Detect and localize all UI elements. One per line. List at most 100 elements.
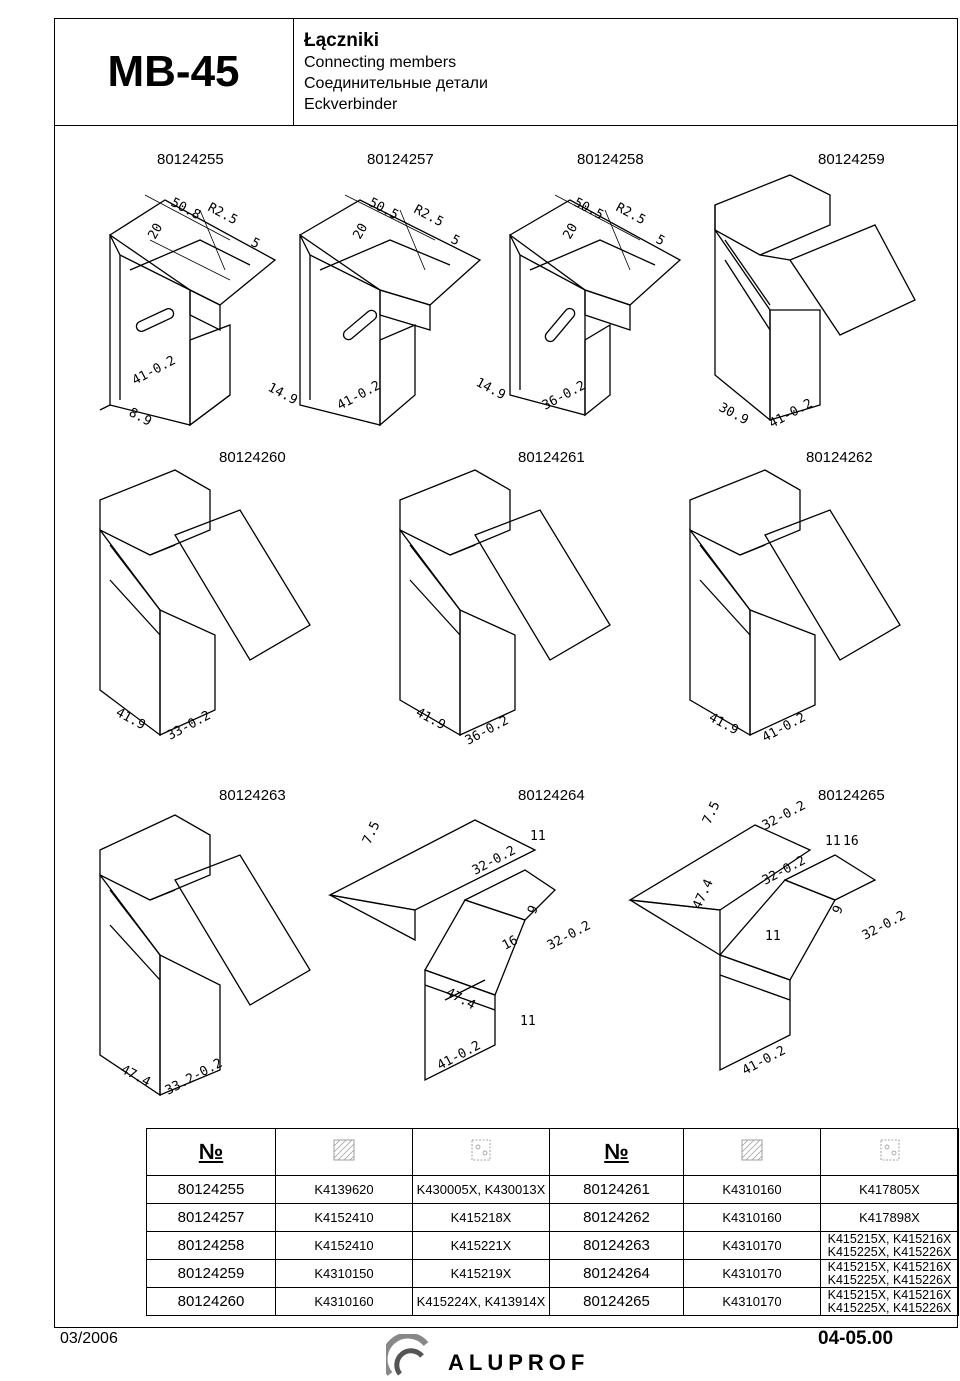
title-polish: Łączniki — [304, 30, 379, 51]
part-label-80124262: 80124262 — [806, 449, 873, 466]
table-row: 80124259 K4310150 K415219X 80124264 K431… — [146, 1259, 959, 1288]
col-number-2: № — [549, 1128, 684, 1176]
cell-accessory: K415215X, K415216X K415225X, K415226X — [820, 1231, 959, 1260]
number-sign: № — [604, 1139, 629, 1164]
dim-255-d: 5 — [248, 235, 262, 252]
drawing-80124255: 50.8 R2.5 20 5 41-0.2 8.9 — [99, 194, 277, 430]
drawing-80124263: 47.4 33.2-0.2 — [99, 814, 311, 1099]
part-label-80124265: 80124265 — [818, 787, 885, 804]
cell-accessory: K415218X — [412, 1203, 550, 1232]
title-english: Connecting members — [304, 54, 457, 71]
col-accessory-1 — [412, 1128, 550, 1176]
connector-part-icon — [471, 1139, 491, 1160]
table-header-row: № № — [146, 1128, 959, 1176]
aluprof-logo-icon — [386, 1334, 429, 1376]
parts-table: № № — [146, 1128, 959, 1316]
cell-profile: K4310170 — [683, 1231, 821, 1260]
part-label-80124263: 80124263 — [219, 787, 286, 804]
dim-265-e: 47.4 — [690, 877, 717, 912]
cell-number: 80124264 — [549, 1259, 684, 1288]
dim-265-d: 16 — [843, 834, 859, 849]
col-profile-1 — [275, 1128, 413, 1176]
cell-number: 80124261 — [549, 1175, 684, 1204]
cell-number: 80124262 — [549, 1203, 684, 1232]
drawing-80124258: 50.5 R2.5 20 5 14.9 36-0.2 — [473, 194, 682, 417]
dim-258-f: 36-0.2 — [540, 378, 589, 413]
profile-hatch-icon — [333, 1139, 355, 1160]
cell-number: 80124255 — [146, 1175, 276, 1204]
dim-264-a: 7.5 — [360, 819, 384, 847]
profile-hatch-icon — [741, 1139, 763, 1160]
cell-number: 80124259 — [146, 1259, 276, 1288]
table-row: 80124255 K4139620 K430005X, K430013X 801… — [146, 1175, 959, 1204]
drawing-80124262: 41.9 41-0.2 — [689, 469, 901, 746]
drawing-80124257: 50.5 R2.5 20 5 14.9 41-0.2 — [265, 194, 482, 427]
dim-265-c: 11 — [825, 834, 841, 849]
dim-262-b: 41-0.2 — [760, 710, 809, 745]
part-label-80124264: 80124264 — [518, 787, 585, 804]
dim-263-a: 47.4 — [118, 1062, 153, 1090]
dim-257-e: 14.9 — [265, 380, 300, 408]
dim-264-f: 32-0.2 — [545, 918, 594, 953]
part-label-80124258: 80124258 — [577, 151, 644, 168]
cell-profile: K4310160 — [683, 1203, 821, 1232]
cell-accessory: K417805X — [820, 1175, 959, 1204]
col-number-1: № — [146, 1128, 276, 1176]
dim-265-b: 32-0.2 — [760, 798, 809, 833]
drawing-80124264: 7.5 11 32-0.2 9 16 32-0.2 47.4 11 41-0.2 — [327, 819, 594, 1082]
cell-accessory: K415215X, K415216X K415225X, K415226X — [820, 1287, 959, 1316]
dim-257-a: 50.5 — [366, 195, 401, 223]
cell-profile: K4310160 — [683, 1175, 821, 1204]
drawing-80124265: 7.5 32-0.2 11 16 47.4 32-0.2 9 32-0.2 11… — [628, 798, 908, 1079]
part-label-80124261: 80124261 — [518, 449, 585, 466]
drawing-frame — [54, 18, 958, 1328]
part-label-80124259: 80124259 — [818, 151, 885, 168]
cell-accessory: K415224X, K413914X — [412, 1287, 550, 1316]
drawing-80124259: 30.9 41-0.2 — [714, 174, 916, 432]
page-number: 04-05.00 — [818, 1328, 894, 1349]
cell-profile: K4139620 — [275, 1175, 413, 1204]
cell-accessory: K430005X, K430013X — [412, 1175, 550, 1204]
dim-264-c: 32-0.2 — [470, 843, 519, 878]
dim-264-h: 11 — [520, 1014, 536, 1029]
dim-257-d: 5 — [448, 232, 462, 249]
dim-257-b: R2.5 — [411, 202, 446, 230]
title-russian: Соединительные детали — [304, 75, 488, 92]
dim-264-g: 47.4 — [443, 985, 478, 1013]
dim-261-b: 36-0.2 — [463, 713, 512, 748]
part-label-80124255: 80124255 — [157, 151, 224, 168]
cell-number: 80124257 — [146, 1203, 276, 1232]
drawing-80124261: 41.9 36-0.2 — [399, 469, 611, 749]
cell-number: 80124258 — [146, 1231, 276, 1260]
dim-262-a: 41.9 — [706, 710, 741, 738]
part-label-80124257: 80124257 — [367, 151, 434, 168]
dim-255-c: 20 — [145, 221, 166, 242]
cell-profile: K4152410 — [275, 1231, 413, 1260]
part-label-80124260: 80124260 — [219, 449, 286, 466]
dim-265-i: 11 — [765, 929, 781, 944]
cell-accessory: K415215X, K415216X K415225X, K415226X — [820, 1259, 959, 1288]
dim-263-b: 33.2-0.2 — [163, 1056, 225, 1099]
table-row: 80124260 K4310160 K415224X, K413914X 801… — [146, 1287, 959, 1316]
dim-258-b: R2.5 — [613, 200, 648, 228]
dim-257-f: 41-0.2 — [335, 378, 384, 413]
cell-profile: K4310160 — [275, 1287, 413, 1316]
system-code-box: MB-45 — [54, 18, 294, 126]
dim-257-c: 20 — [350, 221, 371, 242]
dim-265-f: 32-0.2 — [760, 853, 809, 888]
table-row: 80124257 K4152410 K415218X 80124262 K431… — [146, 1203, 959, 1232]
dim-258-e: 14.9 — [473, 375, 508, 403]
cell-accessory: K417898X — [820, 1203, 959, 1232]
cell-profile: K4310170 — [683, 1259, 821, 1288]
cell-profile: K4310170 — [683, 1287, 821, 1316]
cell-profile: K4310150 — [275, 1259, 413, 1288]
col-profile-2 — [683, 1128, 821, 1176]
number-sign: № — [198, 1139, 224, 1164]
dim-259-b: 41-0.2 — [767, 396, 816, 431]
cell-accessory: K415219X — [412, 1259, 550, 1288]
drawing-80124260: 41.9 33-0.2 — [99, 469, 311, 744]
dim-255-f: 8.9 — [126, 405, 154, 429]
brand-name: ALUPROF — [448, 1350, 590, 1375]
connector-part-icon — [880, 1139, 899, 1160]
issue-date: 03/2006 — [60, 1330, 118, 1347]
